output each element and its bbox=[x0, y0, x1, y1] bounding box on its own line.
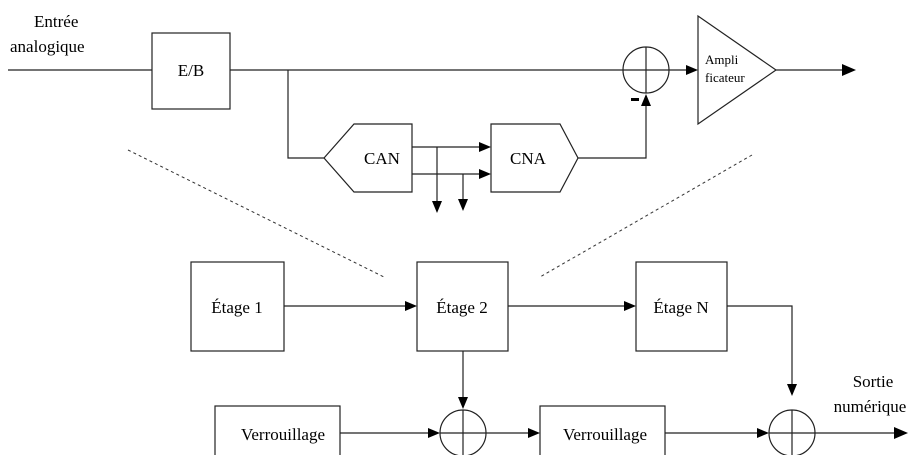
can-block bbox=[323, 123, 413, 193]
latch1-block bbox=[214, 405, 341, 455]
digital-tap-arrow-1 bbox=[432, 201, 442, 213]
cna-block bbox=[490, 123, 579, 193]
latch2-label: Verrouillage bbox=[563, 425, 647, 444]
mid-summer-to-latch2-arrow bbox=[528, 428, 540, 438]
input-label-line2: analogique bbox=[10, 37, 85, 56]
cna-to-summer-line bbox=[578, 104, 647, 159]
stage2-to-stageN-arrow bbox=[624, 301, 636, 311]
latch1-to-mid-summer-arrow bbox=[428, 428, 440, 438]
can-label: CAN bbox=[364, 149, 400, 168]
can-to-cna-arrow-2 bbox=[479, 169, 491, 179]
can-to-cna-arrow-1 bbox=[479, 142, 491, 152]
digital-output-arrow bbox=[894, 427, 908, 439]
summer-to-amp-arrow bbox=[686, 65, 698, 75]
digital-tap-arrow-2 bbox=[458, 199, 468, 211]
output-label-line1: Sortie bbox=[853, 372, 894, 391]
stage1-to-stage2-arrow bbox=[405, 301, 417, 311]
stage2-label: Étage 2 bbox=[436, 298, 487, 317]
amp-output-arrow bbox=[842, 64, 856, 76]
cna-to-summer-arrow bbox=[641, 94, 651, 106]
zoom-dash-right bbox=[539, 154, 753, 278]
minus-sign bbox=[631, 98, 639, 101]
input-label-line1: Entrée bbox=[34, 12, 78, 31]
latch1-label: Verrouillage bbox=[241, 425, 325, 444]
eb-label: E/B bbox=[178, 61, 204, 80]
stage1-label: Étage 1 bbox=[211, 298, 262, 317]
eb-block bbox=[151, 32, 231, 110]
amp-label-line2: ficateur bbox=[705, 70, 745, 85]
amp-label-line1: Ampli bbox=[705, 52, 739, 67]
stageN-label: Étage N bbox=[653, 298, 708, 317]
branch-to-can-line bbox=[287, 70, 324, 159]
amplifier-block bbox=[697, 14, 778, 126]
output-label-line2: numérique bbox=[834, 397, 907, 416]
stageN-to-output-summer-arrow bbox=[787, 384, 797, 396]
latch2-to-output-summer-arrow bbox=[757, 428, 769, 438]
latch2-block bbox=[539, 405, 666, 455]
stage2-to-mid-summer-arrow bbox=[458, 397, 468, 409]
stageN-to-output-summer-line bbox=[727, 305, 793, 386]
stage1-block bbox=[190, 261, 285, 352]
cna-label: CNA bbox=[510, 149, 547, 168]
